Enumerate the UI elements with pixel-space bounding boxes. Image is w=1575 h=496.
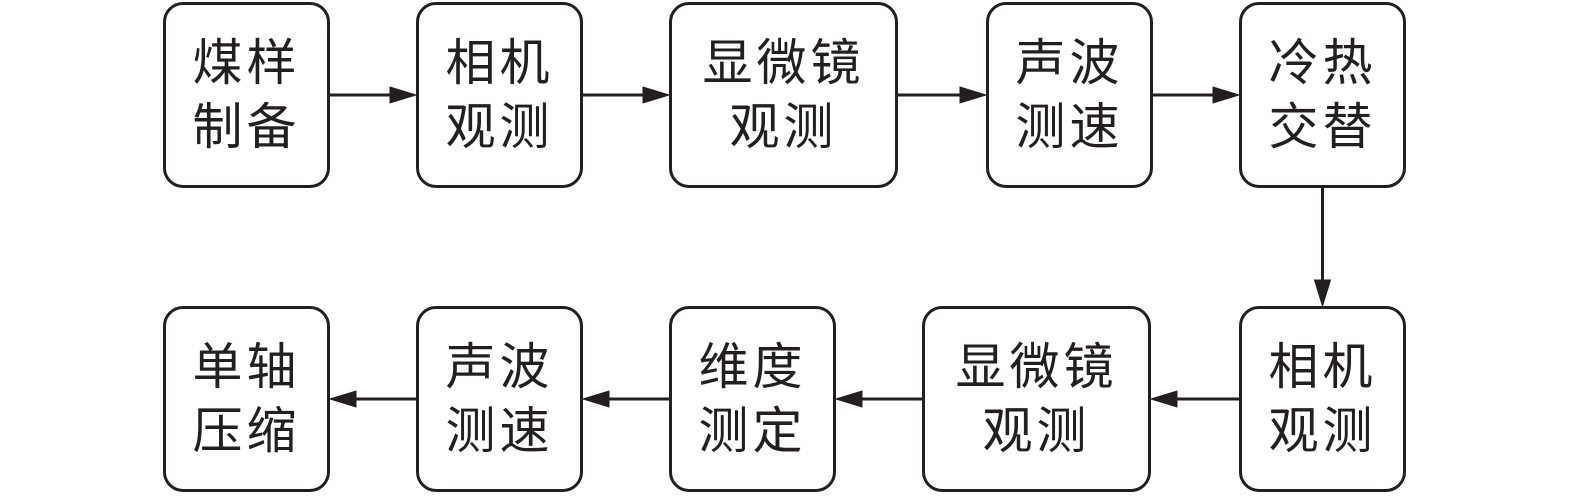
arrowhead-icon bbox=[1212, 86, 1241, 104]
arrowhead-icon bbox=[1313, 279, 1332, 308]
node-label-line2: 测速 bbox=[445, 402, 554, 460]
arrowhead-icon bbox=[1149, 390, 1178, 408]
node-label-line2: 测速 bbox=[1015, 98, 1124, 156]
node-label-line2: 交替 bbox=[1268, 98, 1377, 156]
node-label-line1: 煤样 bbox=[192, 34, 301, 92]
arrowhead-icon bbox=[959, 86, 988, 104]
node-label-line2: 测定 bbox=[698, 402, 807, 460]
node-camera-observation-2: 相机 观测 bbox=[1239, 306, 1406, 492]
node-label-line1: 相机 bbox=[1268, 338, 1377, 396]
node-thermal-cycling: 冷热 交替 bbox=[1239, 2, 1406, 188]
node-label-line2: 观测 bbox=[445, 98, 554, 156]
node-acoustic-velocity-1: 声波 测速 bbox=[986, 2, 1153, 188]
node-label-line1: 声波 bbox=[445, 338, 554, 396]
node-label-line1: 冷热 bbox=[1268, 34, 1377, 92]
node-label-line2: 压缩 bbox=[192, 402, 301, 460]
node-label-line1: 显微镜 bbox=[955, 338, 1118, 396]
node-label-line2: 观测 bbox=[729, 98, 838, 156]
arrowhead-icon bbox=[834, 390, 863, 408]
node-label-line2: 制备 bbox=[192, 98, 301, 156]
node-label-line1: 相机 bbox=[445, 34, 554, 92]
node-coal-sample-preparation: 煤样 制备 bbox=[163, 2, 330, 188]
node-uniaxial-compression: 单轴 压缩 bbox=[163, 306, 330, 492]
node-acoustic-velocity-2: 声波 测速 bbox=[416, 306, 583, 492]
node-label-line1: 显微镜 bbox=[702, 34, 865, 92]
node-dimension-measurement: 维度 测定 bbox=[669, 306, 836, 492]
node-label-line2: 观测 bbox=[1268, 402, 1377, 460]
node-label-line2: 观测 bbox=[982, 402, 1091, 460]
node-label-line1: 单轴 bbox=[192, 338, 301, 396]
node-camera-observation-1: 相机 观测 bbox=[416, 2, 583, 188]
node-microscope-observation-2: 显微镜 观测 bbox=[922, 306, 1151, 492]
node-microscope-observation-1: 显微镜 观测 bbox=[669, 2, 898, 188]
node-label-line1: 维度 bbox=[698, 338, 807, 396]
arrowhead-icon bbox=[642, 86, 671, 104]
arrowhead-icon bbox=[389, 86, 418, 104]
arrowhead-icon bbox=[328, 390, 357, 408]
arrowhead-icon bbox=[581, 390, 610, 408]
node-label-line1: 声波 bbox=[1015, 34, 1124, 92]
